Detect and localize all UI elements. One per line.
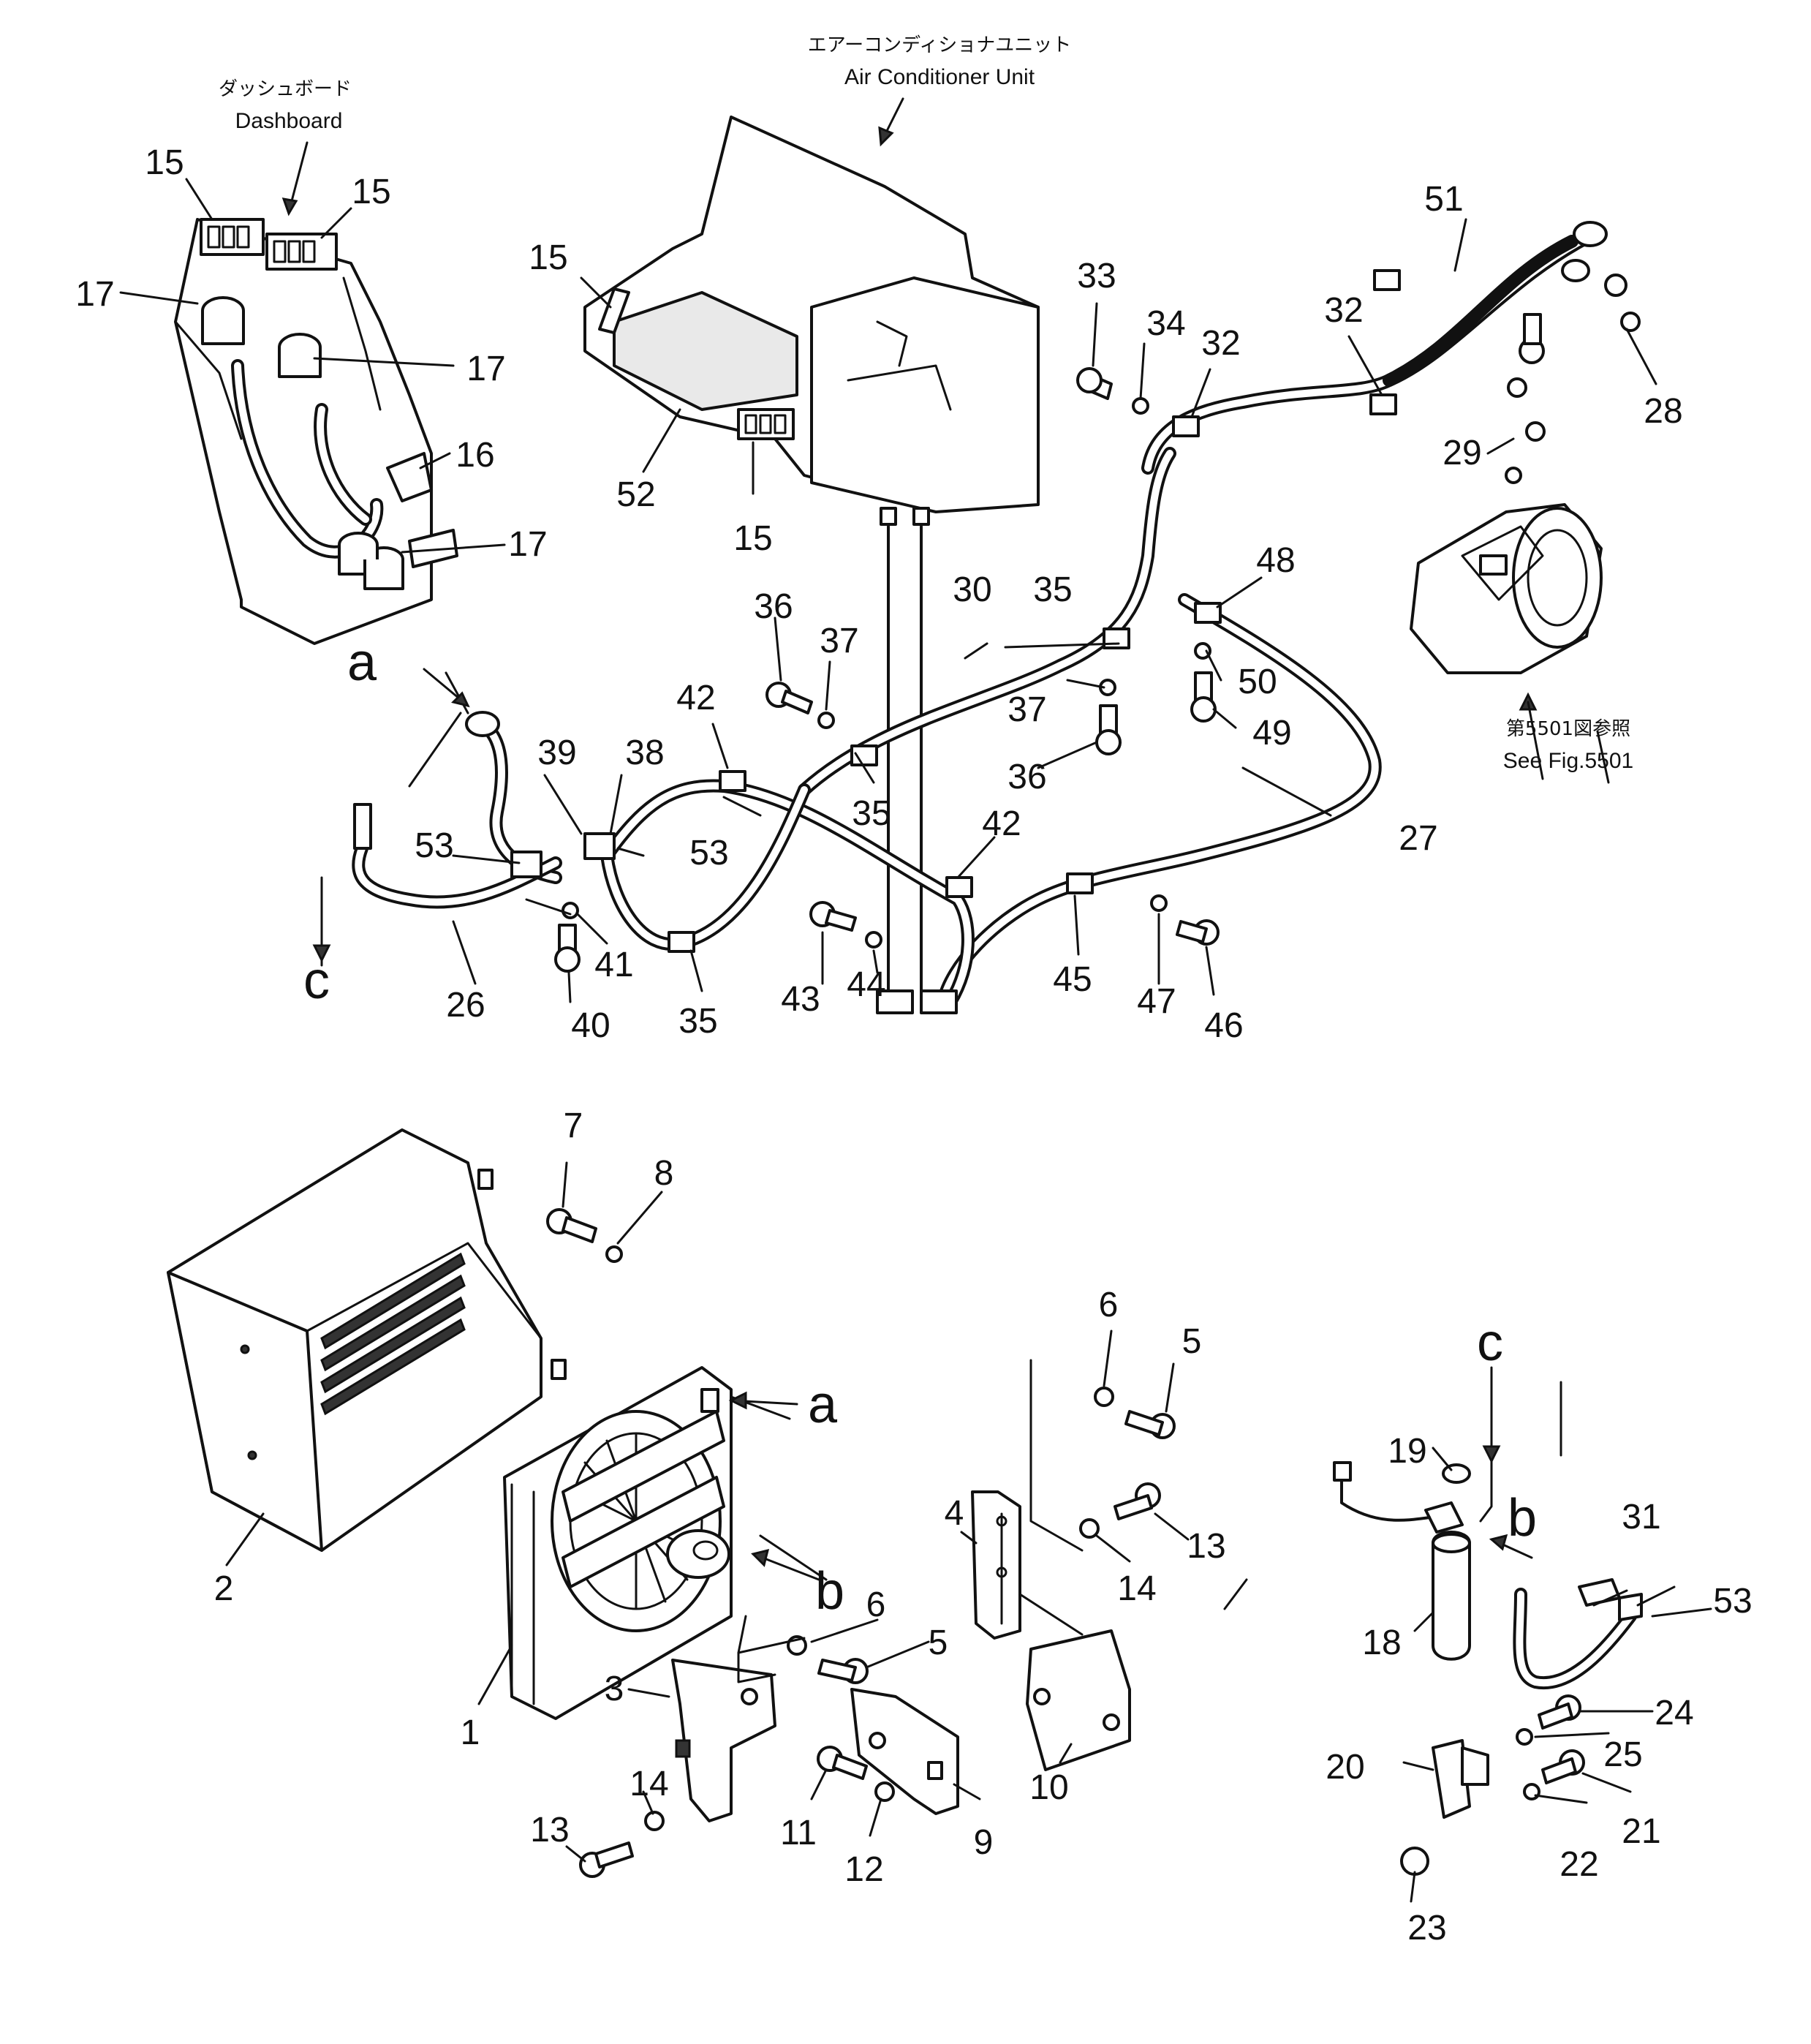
callout-4: 4	[945, 1494, 964, 1533]
callout-46: 46	[1204, 1006, 1243, 1045]
see-fig-caption-jp: 第5501図参照	[1506, 718, 1630, 740]
leader-lines	[119, 97, 1712, 1903]
see-fig-caption: See Fig.5501	[1503, 749, 1633, 773]
callout-41: 41	[594, 946, 633, 984]
callout-17: 17	[466, 350, 505, 388]
callout-18: 18	[1362, 1623, 1401, 1662]
callout-37: 37	[1007, 690, 1046, 729]
callout-27: 27	[1399, 819, 1437, 858]
callout-24: 24	[1655, 1694, 1693, 1732]
callout-28: 28	[1644, 392, 1682, 431]
callout-14: 14	[1117, 1569, 1156, 1608]
callout-40: 40	[571, 1006, 610, 1045]
callout-19: 19	[1388, 1432, 1426, 1471]
callout-10: 10	[1029, 1768, 1068, 1807]
callout-11: 11	[780, 1814, 817, 1852]
connection-letter-c: c	[1477, 1313, 1503, 1372]
callout-15: 15	[145, 143, 184, 182]
callout-7: 7	[564, 1106, 583, 1145]
part-callouts: 15 15 17 17 16 17 15 52 15 33 34 32 32 5…	[75, 143, 1752, 1947]
callout-51: 51	[1424, 180, 1463, 219]
callout-34: 34	[1146, 304, 1185, 343]
callout-42: 42	[676, 679, 715, 717]
callout-39: 39	[537, 733, 576, 772]
callout-15: 15	[529, 238, 567, 277]
callout-15: 15	[352, 173, 390, 211]
callout-47: 47	[1137, 982, 1176, 1021]
callout-53: 53	[415, 826, 453, 865]
dashboard-caption: Dashboard	[235, 109, 343, 133]
callout-36: 36	[1007, 758, 1046, 796]
ac-unit-caption-jp: エアーコンディショナユニット	[808, 34, 1072, 56]
air-conditioner-unit	[583, 116, 1040, 1011]
callout-45: 45	[1053, 960, 1092, 999]
callout-13: 13	[1187, 1527, 1225, 1566]
callout-42: 42	[982, 804, 1021, 843]
callout-17: 17	[75, 275, 114, 314]
callout-12: 12	[844, 1850, 883, 1889]
condenser	[503, 1366, 733, 1720]
callout-13: 13	[530, 1811, 569, 1849]
callout-15: 15	[733, 519, 772, 558]
callout-32: 32	[1324, 291, 1363, 330]
connection-letter-a: a	[347, 633, 377, 692]
condenser-cover	[167, 1128, 567, 1552]
callout-8: 8	[654, 1154, 674, 1193]
callout-5: 5	[929, 1623, 948, 1662]
callout-25: 25	[1603, 1735, 1642, 1774]
callout-9: 9	[974, 1823, 994, 1862]
connection-letter-b: b	[815, 1562, 844, 1621]
dashboard-assembly	[174, 218, 458, 645]
callout-50: 50	[1238, 663, 1277, 701]
callout-3: 3	[605, 1670, 624, 1708]
callout-31: 31	[1622, 1498, 1660, 1536]
callout-26: 26	[446, 986, 485, 1025]
callout-43: 43	[781, 980, 820, 1019]
connection-letter-a: a	[808, 1376, 838, 1434]
callout-53: 53	[689, 834, 728, 872]
callout-33: 33	[1077, 257, 1116, 295]
callout-5: 5	[1182, 1322, 1202, 1361]
callout-1: 1	[461, 1713, 480, 1752]
callout-21: 21	[1622, 1812, 1660, 1851]
brackets	[671, 1359, 1131, 1822]
callout-20: 20	[1326, 1748, 1364, 1787]
callout-35: 35	[852, 794, 891, 833]
connection-arrows	[281, 126, 1544, 1581]
dashboard-caption-jp: ダッシュボード	[219, 78, 352, 100]
callout-16: 16	[455, 436, 494, 475]
connection-letter-c: c	[303, 951, 330, 1010]
compressor	[1410, 503, 1603, 674]
callout-30: 30	[953, 570, 991, 609]
callout-49: 49	[1252, 714, 1291, 753]
callout-37: 37	[820, 622, 858, 660]
callout-38: 38	[625, 733, 664, 772]
callout-52: 52	[616, 475, 655, 514]
callout-6: 6	[866, 1585, 886, 1624]
callout-35: 35	[678, 1002, 717, 1041]
ac-unit-caption: Air Conditioner Unit	[844, 65, 1035, 89]
callout-29: 29	[1443, 434, 1481, 472]
callout-35: 35	[1033, 570, 1072, 609]
receiver-drier	[1333, 1454, 1643, 1819]
callout-32: 32	[1201, 324, 1240, 363]
callout-53: 53	[1713, 1582, 1752, 1621]
callout-36: 36	[754, 587, 793, 626]
hardware	[546, 274, 1641, 1878]
callout-2: 2	[214, 1569, 234, 1608]
callout-44: 44	[847, 965, 885, 1004]
refrigerant-hoses	[352, 221, 1637, 1690]
callout-48: 48	[1256, 541, 1295, 580]
callout-23: 23	[1407, 1909, 1446, 1947]
callout-17: 17	[508, 525, 547, 564]
callout-6: 6	[1099, 1286, 1119, 1324]
connection-letter-b: b	[1508, 1489, 1537, 1547]
callout-14: 14	[629, 1765, 668, 1803]
callout-22: 22	[1559, 1845, 1598, 1884]
